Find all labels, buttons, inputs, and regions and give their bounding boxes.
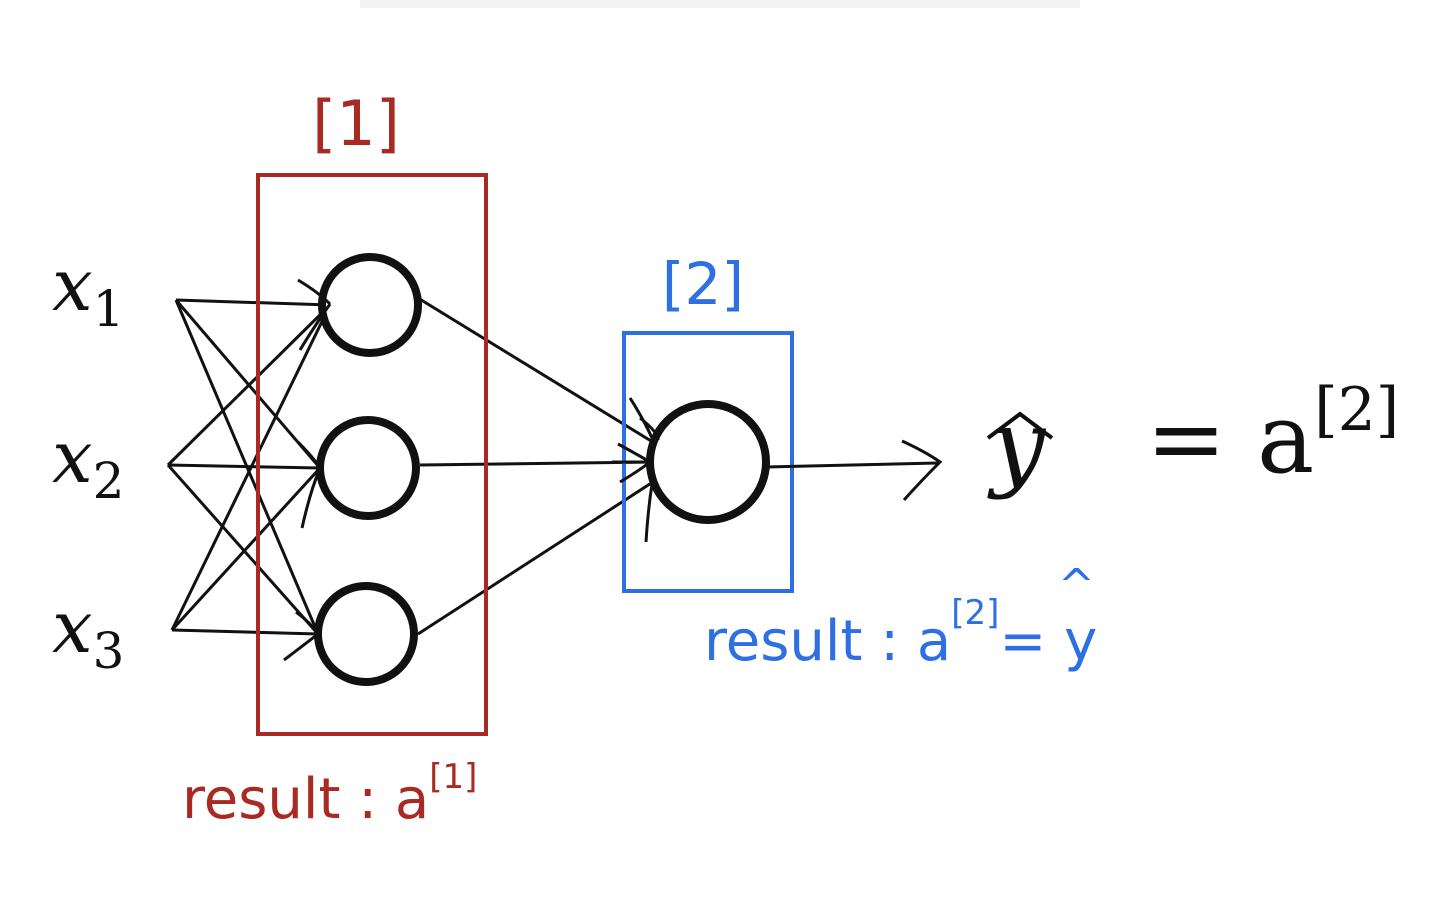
input-x3-label: x3 [52, 585, 124, 680]
layer-2-label: [2] [662, 250, 744, 318]
hidden-neuron-2 [316, 416, 420, 520]
hidden-neuron-3 [314, 582, 418, 686]
edge-input-3-to-hidden-3 [171, 628, 319, 636]
layer-1-result: result : a[1] [182, 757, 477, 832]
layer-1-box [256, 173, 488, 736]
output-arrow [765, 439, 943, 501]
edge-input-3-to-hidden-2 [170, 466, 322, 632]
edge-hidden-3-to-output [417, 478, 657, 636]
edge-input-2-to-hidden-2 [167, 463, 321, 470]
top-shadow [360, 0, 1080, 8]
input-to-hidden-edges [166, 298, 332, 636]
input-x2-label: x2 [52, 415, 124, 510]
output-hat-mark [986, 411, 1054, 440]
layer-2-result: result : a[2]= y [704, 593, 1097, 674]
layer-1-label: [1] [312, 87, 400, 160]
output-y-hat: y [987, 389, 1047, 501]
edge-input-3-to-hidden-1 [170, 304, 332, 631]
layer-2-result-hat: ^ [1058, 560, 1095, 611]
hidden-to-output-edges [417, 296, 657, 636]
edge-input-2-to-hidden-1 [166, 303, 332, 467]
output-equation: = a[2] [1146, 375, 1399, 495]
arrowheads [283, 278, 660, 662]
edge-input-1-to-hidden-1 [175, 298, 331, 307]
edge-input-2-to-hidden-3 [166, 464, 320, 635]
output-neuron [646, 400, 770, 524]
edge-hidden-1-to-output [417, 296, 657, 446]
input-x1-label: x1 [52, 243, 124, 338]
hidden-neuron-1 [318, 253, 422, 357]
